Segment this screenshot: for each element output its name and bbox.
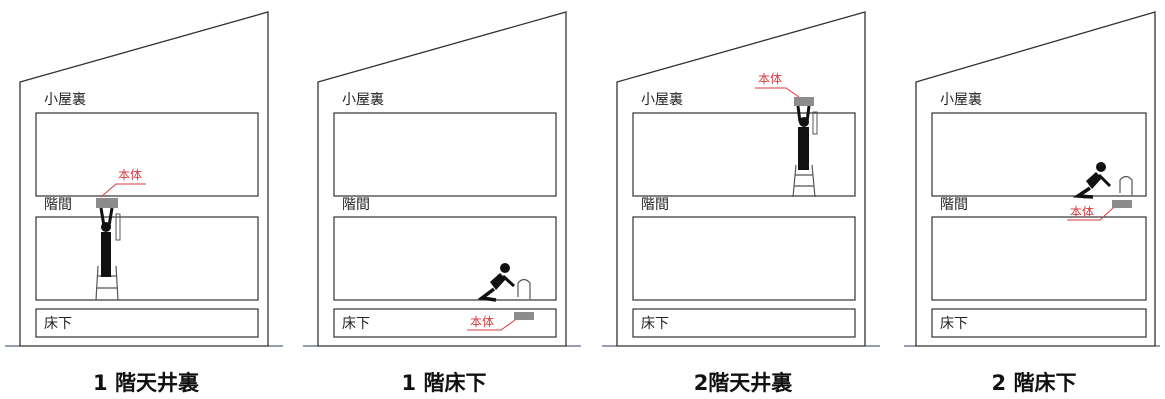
under-floor-label: 床下 bbox=[342, 316, 370, 332]
worker-on-ladder bbox=[792, 105, 818, 198]
attic-label: 小屋裏 bbox=[641, 91, 683, 108]
panel-2: 小屋裏 階間 床下 本体 1 階床下 bbox=[303, 11, 581, 395]
between-floors-label: 階間 bbox=[940, 197, 968, 213]
attic-room bbox=[35, 112, 259, 197]
unit-box bbox=[514, 312, 534, 320]
unit-label: 本体 bbox=[470, 315, 494, 329]
house-outline bbox=[616, 11, 866, 347]
between-floors-label: 階間 bbox=[342, 197, 370, 213]
living-room bbox=[333, 216, 557, 301]
unit-label: 本体 bbox=[758, 72, 782, 86]
house-outline bbox=[19, 11, 269, 347]
living-room bbox=[931, 216, 1147, 301]
worker-icon bbox=[99, 207, 114, 277]
unit-box bbox=[96, 198, 118, 208]
worker-icon bbox=[796, 105, 811, 170]
between-floors-label: 階間 bbox=[641, 197, 669, 213]
hatch-icon bbox=[517, 278, 531, 299]
attic-room bbox=[632, 112, 856, 197]
unit-leader-line bbox=[755, 87, 800, 98]
panel-4-caption: 2 階床下 bbox=[992, 371, 1077, 394]
between-floors-label: 階間 bbox=[44, 197, 72, 213]
unit-leader-line bbox=[1067, 207, 1114, 221]
hatch-icon bbox=[1119, 175, 1133, 195]
attic-label: 小屋裏 bbox=[940, 91, 982, 108]
hatch-icon bbox=[115, 213, 121, 241]
panel-1-caption: 1 階天井裏 bbox=[93, 371, 200, 394]
ladder-icon bbox=[792, 164, 816, 198]
living-room bbox=[35, 216, 259, 301]
worker-icon bbox=[477, 263, 516, 302]
under-floor-label: 床下 bbox=[641, 316, 669, 332]
unit-label: 本体 bbox=[1070, 205, 1094, 219]
house-outline bbox=[915, 11, 1156, 347]
unit-box bbox=[794, 97, 814, 106]
under-floor-space bbox=[333, 308, 557, 338]
unit-leader-line bbox=[467, 319, 516, 331]
under-floor-space bbox=[931, 308, 1147, 338]
attic-room bbox=[931, 112, 1147, 197]
attic-room bbox=[333, 112, 557, 197]
panel-3: 小屋裏 階間 床下 本体 2階天井裏 bbox=[602, 11, 880, 395]
worker-kneeling bbox=[1072, 162, 1133, 199]
unit-label: 本体 bbox=[118, 168, 142, 182]
worker-kneeling bbox=[477, 263, 531, 302]
under-floor-space bbox=[35, 308, 259, 338]
worker-icon bbox=[1072, 162, 1112, 199]
under-floor-label: 床下 bbox=[44, 316, 72, 332]
panel-3-caption: 2階天井裏 bbox=[694, 371, 794, 394]
unit-box bbox=[1112, 200, 1132, 208]
hatch-icon bbox=[812, 111, 818, 135]
panel-1: 小屋裏 階間 床下 本体 1 階天井裏 bbox=[5, 11, 283, 395]
attic-label: 小屋裏 bbox=[342, 91, 384, 108]
house-outline bbox=[317, 11, 567, 347]
worker-on-ladder bbox=[95, 207, 121, 301]
under-floor-label: 床下 bbox=[940, 316, 968, 332]
under-floor-space bbox=[632, 308, 856, 338]
attic-label: 小屋裏 bbox=[44, 91, 86, 108]
living-room bbox=[632, 216, 856, 301]
panel-4: 小屋裏 階間 床下 本体 2 階床下 bbox=[904, 11, 1160, 395]
panel-2-caption: 1 階床下 bbox=[402, 371, 487, 394]
unit-leader-line bbox=[100, 183, 146, 198]
